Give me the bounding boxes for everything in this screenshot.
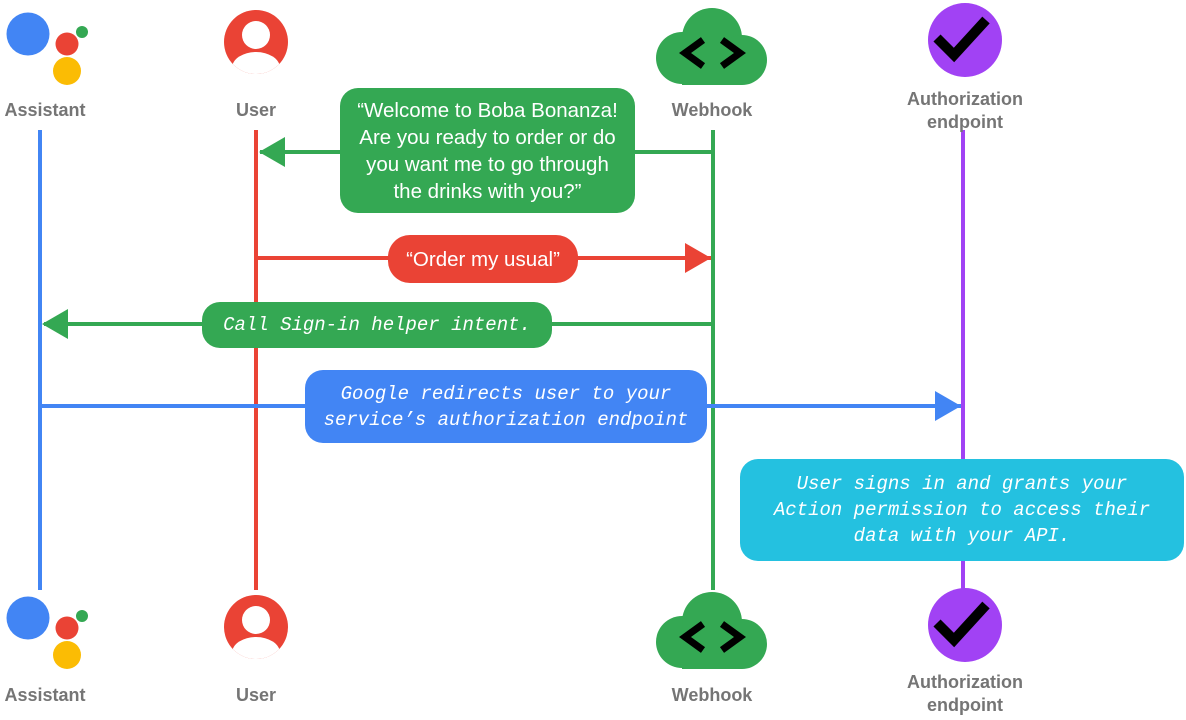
google-assistant-icon	[6, 596, 88, 669]
user-label-top: User	[235, 100, 277, 120]
authorization-endpoint-icon	[928, 588, 1002, 662]
authorization-endpoint-lifeline	[961, 130, 965, 590]
webhook-label-bottom: Webhook	[671, 685, 753, 705]
google-assistant-icon	[6, 12, 88, 85]
user-label-bottom: User	[235, 685, 277, 705]
arrow-webhook-to-assistant-head	[42, 309, 68, 339]
message-bubble-redirect: Google redirects user to your service’s …	[305, 370, 707, 443]
assistant-label-top: Assistant	[4, 100, 86, 120]
arrow-webhook-to-user-head	[259, 137, 285, 167]
webhook-cloud-icon	[656, 592, 767, 669]
assistant-lifeline	[38, 130, 42, 590]
message-bubble-order-my-usual: “Order my usual”	[388, 235, 578, 283]
user-icon	[224, 10, 288, 74]
webhook-label-top: Webhook	[671, 100, 753, 120]
user-lifeline	[254, 130, 258, 590]
authorization-endpoint-icon	[928, 3, 1002, 77]
assistant-label-bottom: Assistant	[4, 685, 86, 705]
message-bubble-welcome: “Welcome to Boba Bonanza! Are you ready …	[340, 88, 635, 213]
user-icon	[224, 595, 288, 659]
arrow-user-to-webhook-head	[685, 243, 711, 273]
arrow-assistant-to-auth-head	[935, 391, 961, 421]
note-bubble-user-signs-in: User signs in and grants your Action per…	[740, 459, 1184, 561]
message-bubble-sign-in-helper: Call Sign-in helper intent.	[202, 302, 552, 348]
webhook-lifeline	[711, 130, 715, 590]
authorization-endpoint-label-top: Authorization endpoint	[907, 89, 1023, 132]
authorization-endpoint-label-bottom: Authorization endpoint	[907, 672, 1023, 715]
webhook-cloud-icon	[656, 8, 767, 85]
